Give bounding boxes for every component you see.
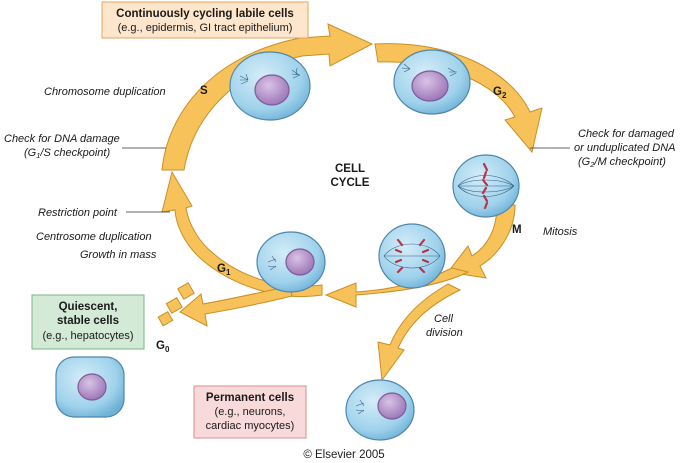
- cell-permanent: [345, 379, 415, 441]
- copyright-notice: © Elsevier 2005: [303, 449, 384, 461]
- cell-g2-phase: [393, 49, 471, 115]
- label-damaged-3: (G2/M checkpoint): [578, 156, 666, 169]
- center-title-line-1: CELL: [335, 163, 365, 175]
- label-dna-damage-2: (G1/S checkpoint): [24, 147, 110, 160]
- cell-g1-phase: [256, 231, 326, 293]
- box-permanent: Permanent cells (e.g., neurons, cardiac …: [193, 385, 307, 439]
- labile-subtitle: (e.g., epidermis, GI tract epithelium): [118, 22, 293, 34]
- permanent-title: Permanent cells: [206, 392, 294, 404]
- phase-g2-label: G2: [493, 86, 507, 100]
- phase-g1-label: G1: [217, 263, 231, 277]
- permanent-line-2: (e.g., neurons,: [215, 406, 286, 418]
- center-title-line-2: CYCLE: [331, 177, 370, 189]
- label-cell-division-1: Cell: [434, 313, 454, 325]
- label-damaged-2: or unduplicated DNA: [574, 142, 676, 154]
- label-growth-in-mass: Growth in mass: [80, 249, 157, 261]
- cell-quiescent: [55, 356, 125, 418]
- cell-s-phase: [229, 51, 311, 121]
- g0-dash-1: [177, 282, 195, 300]
- label-damaged-1: Check for damaged: [578, 128, 675, 140]
- arrow-to-permanent: [377, 283, 462, 382]
- arrow-to-quiescent: [179, 285, 293, 327]
- quiescent-subtitle: (e.g., hepatocytes): [42, 330, 133, 342]
- label-chromosome-duplication: Chromosome duplication: [44, 86, 166, 98]
- label-centrosome-duplication: Centrosome duplication: [36, 231, 152, 243]
- permanent-line-3: cardiac myocytes): [206, 420, 295, 432]
- quiescent-title-2: stable cells: [57, 315, 119, 327]
- label-restriction-point: Restriction point: [38, 207, 118, 219]
- g0-dash-3: [157, 310, 174, 327]
- label-mitosis: Mitosis: [543, 226, 578, 238]
- quiescent-title-1: Quiescent,: [59, 301, 118, 313]
- arrow-g1-phase: [161, 170, 323, 298]
- phase-s-label: S: [200, 85, 208, 97]
- cells: [55, 49, 520, 441]
- phase-g0-label: G0: [156, 340, 170, 354]
- label-dna-damage-1: Check for DNA damage: [4, 133, 120, 145]
- label-cell-division-2: division: [426, 327, 463, 339]
- cell-metaphase: [452, 154, 520, 218]
- box-labile: Continuously cycling labile cells (e.g.,…: [101, 1, 309, 39]
- cell-anaphase: [378, 223, 446, 289]
- labile-title: Continuously cycling labile cells: [116, 8, 294, 20]
- cycle-arrows: [157, 23, 543, 382]
- g0-dash-2: [165, 296, 183, 314]
- leader-lines: [122, 147, 570, 213]
- box-quiescent: Quiescent, stable cells (e.g., hepatocyt…: [31, 294, 145, 350]
- phase-m-label: M: [512, 224, 522, 236]
